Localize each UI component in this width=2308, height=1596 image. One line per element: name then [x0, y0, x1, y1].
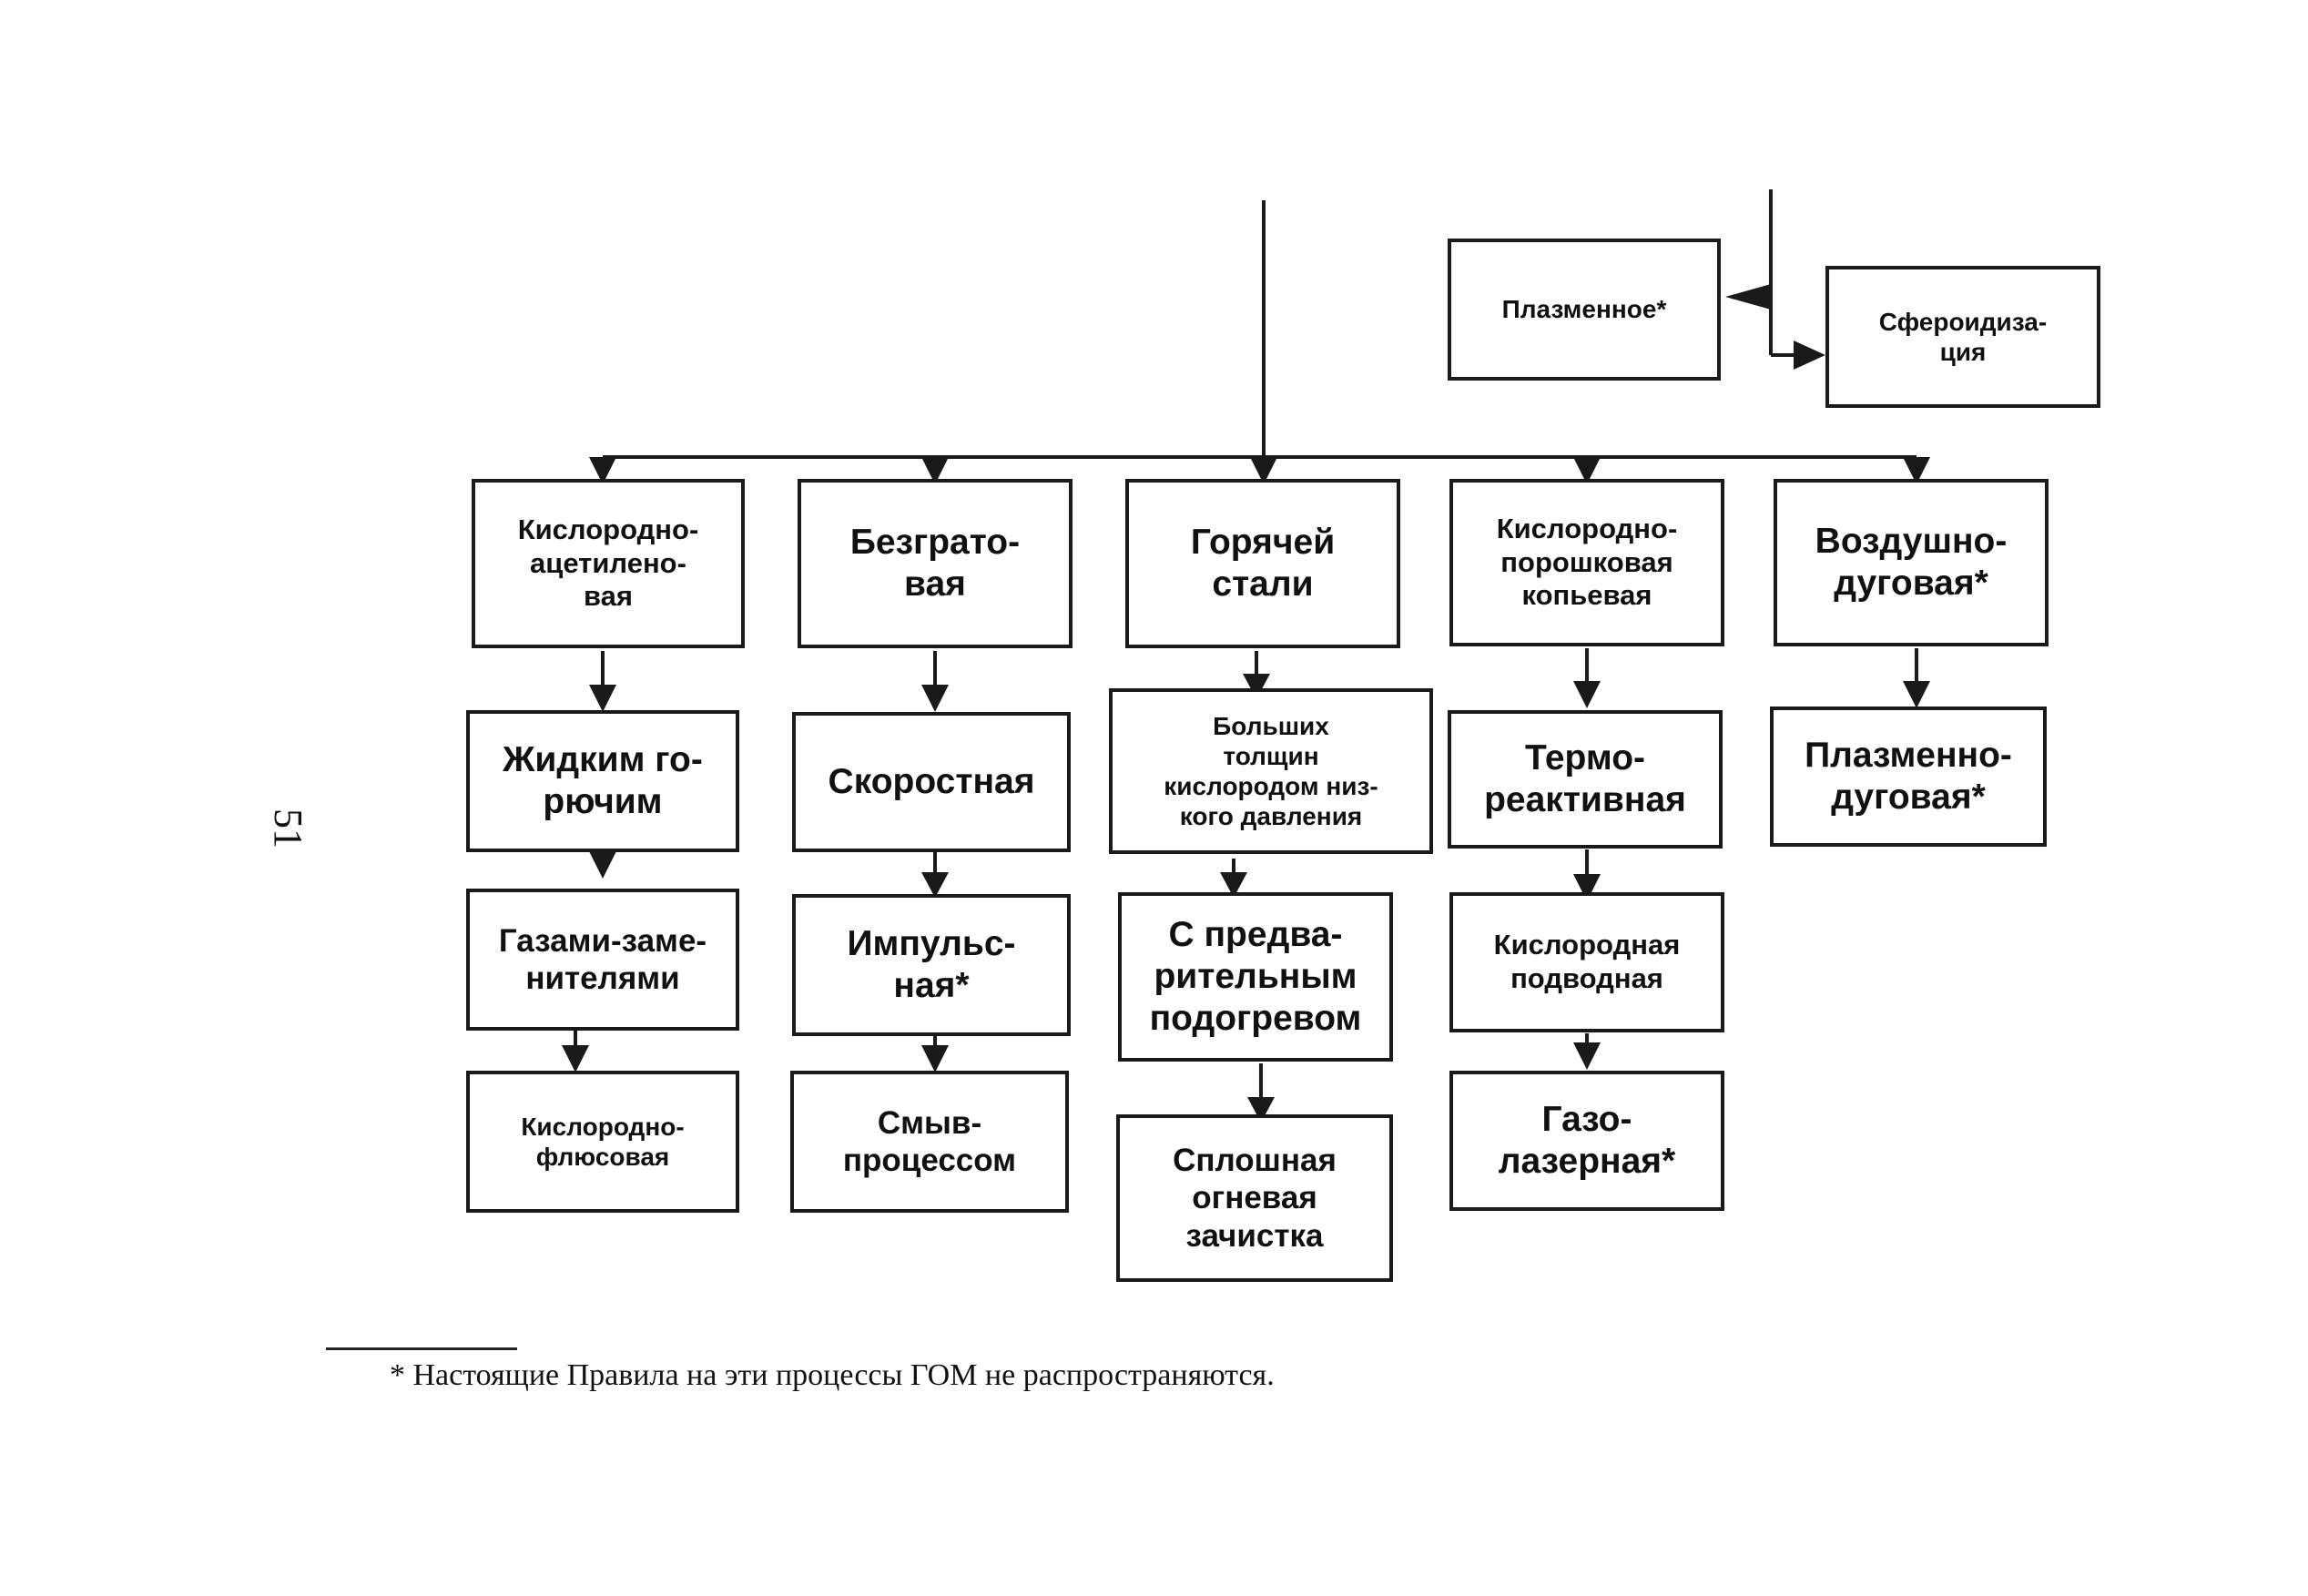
arrow-into-preheat — [1220, 872, 1247, 898]
node-wash-process: Смыв- процессом — [790, 1071, 1069, 1213]
node-air-arc: Воздушно- дуговая* — [1774, 479, 2049, 646]
node-plasma: Плазменное* — [1448, 239, 1721, 381]
node-gas-laser: Газо- лазерная* — [1449, 1071, 1724, 1211]
node-pulse: Импульс- ная* — [792, 894, 1071, 1036]
arrow-into-wash — [921, 1045, 949, 1072]
node-thick-low-pressure: Больших толщин кислородом низ- кого давл… — [1109, 688, 1433, 854]
node-flameless: Безграто- вая — [798, 479, 1073, 648]
arrow-into-plasma — [1725, 284, 1771, 310]
node-liquid-fuel: Жидким го- рючим — [466, 710, 739, 852]
node-thermo-reactive: Термо- реактивная — [1448, 710, 1723, 849]
node-oxy-flux: Кислородно- флюсовая — [466, 1071, 739, 1213]
node-oxy-underwater: Кислородная подводная — [1449, 892, 1724, 1032]
node-oxy-powder-lance: Кислородно- порошковая копьевая — [1449, 479, 1724, 646]
arrow-into-gas — [589, 851, 616, 879]
arrow-into-liquid — [589, 685, 616, 712]
arrow-into-thermo — [1573, 681, 1601, 708]
node-spheroidization: Сфероидиза- ция — [1825, 266, 2100, 408]
page-number: 51 — [266, 808, 310, 849]
arrow-into-hot-steel — [1250, 457, 1277, 484]
arrow-into-scarf — [1247, 1097, 1275, 1123]
footnote-rule — [326, 1347, 517, 1350]
node-hot-steel: Горячей стали — [1125, 479, 1400, 648]
node-preheat: С предва- рительным подогревом — [1118, 892, 1393, 1062]
arrow-into-under — [1573, 874, 1601, 901]
node-oxy-acetylene: Кислородно- ацетилено- вая — [472, 479, 745, 648]
arrow-into-flameless — [921, 457, 949, 484]
footnote-text: * Настоящие Правила на эти процессы ГОМ … — [390, 1358, 1275, 1392]
node-scarfing: Сплошная огневая зачистка — [1116, 1114, 1393, 1282]
node-gas-substitutes: Газами-заме- нителями — [466, 889, 739, 1031]
arrow-into-pulse — [921, 872, 949, 898]
arrow-into-plasma-arc — [1903, 681, 1930, 708]
arrow-into-oxy-powder — [1573, 457, 1601, 484]
arrow-into-oxy-acet — [589, 457, 616, 484]
arrow-into-flux — [562, 1045, 589, 1072]
node-plasma-arc: Плазменно- дуговая* — [1770, 707, 2047, 847]
arrow-into-air-arc — [1903, 457, 1930, 484]
node-high-speed: Скоростная — [792, 712, 1071, 852]
arrow-into-laser — [1573, 1042, 1601, 1070]
arrow-into-thick — [1243, 674, 1270, 699]
arrow-into-speed — [921, 685, 949, 712]
arrow-into-spheroid — [1794, 341, 1825, 370]
